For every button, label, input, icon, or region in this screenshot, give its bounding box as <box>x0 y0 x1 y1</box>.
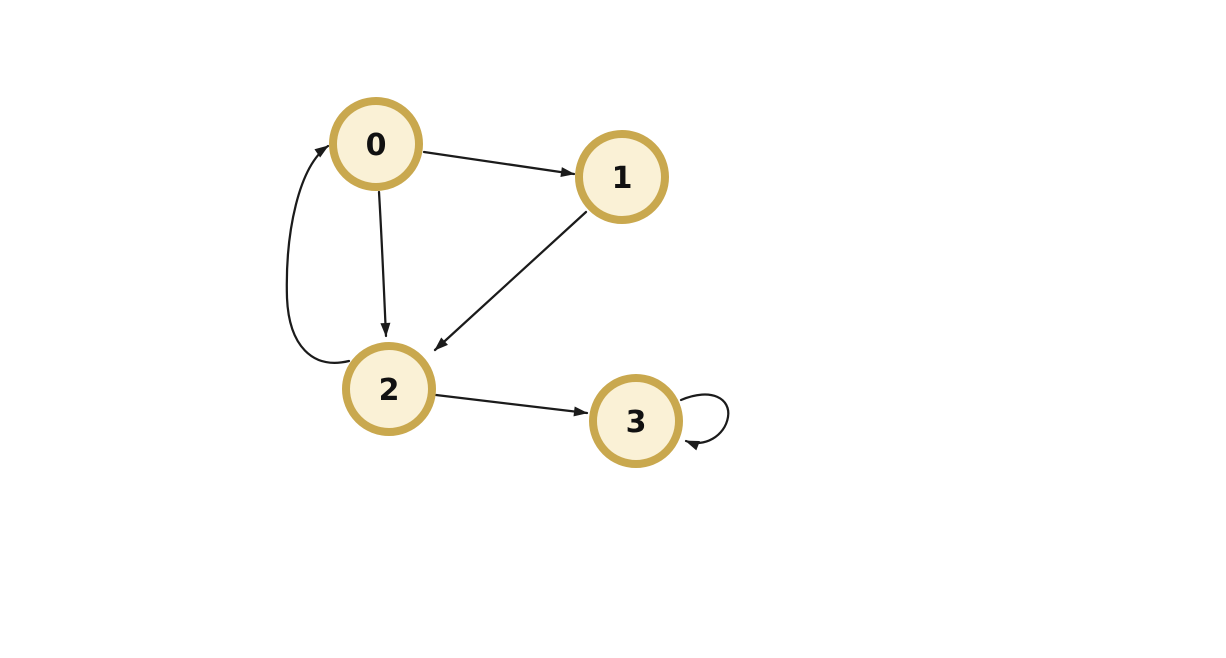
node-2[interactable]: 2 <box>342 342 436 436</box>
edge-group <box>285 144 730 451</box>
node-0[interactable]: 0 <box>329 97 423 191</box>
edge-2-to-0[interactable] <box>285 144 351 364</box>
node-3[interactable]: 3 <box>589 374 683 468</box>
node-3-label: 3 <box>626 405 647 440</box>
edge-2-to-3[interactable] <box>434 393 589 417</box>
edge-3-to-3-self-loop[interactable] <box>679 393 730 451</box>
node-1-circle[interactable] <box>575 130 669 224</box>
node-2-circle[interactable] <box>342 342 436 436</box>
node-0-circle[interactable] <box>329 97 423 191</box>
node-0-label: 0 <box>366 128 387 163</box>
node-2-label: 2 <box>379 373 400 408</box>
node-1[interactable]: 1 <box>575 130 669 224</box>
edge-0-to-1[interactable] <box>422 150 576 178</box>
node-group: 0 1 2 3 <box>329 97 683 468</box>
edge-1-to-2[interactable] <box>433 210 588 352</box>
edge-0-to-2[interactable] <box>377 190 391 338</box>
node-1-label: 1 <box>612 161 633 196</box>
node-3-circle[interactable] <box>589 374 683 468</box>
